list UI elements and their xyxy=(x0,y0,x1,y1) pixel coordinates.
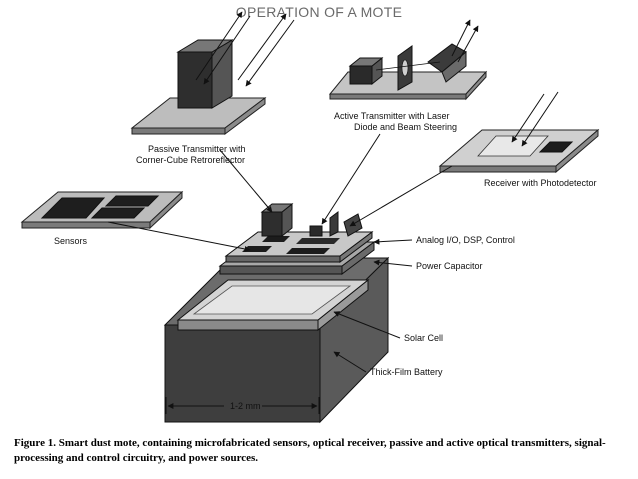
active-transmitter-label-2: Diode and Beam Steering xyxy=(354,122,457,132)
solar-cell-label: Solar Cell xyxy=(404,333,443,343)
passive-transmitter-label-1: Passive Transmitter with xyxy=(148,144,246,154)
passive-transmitter-label-2: Corner-Cube Retroreflector xyxy=(136,155,245,165)
page-title: OPERATION OF A MOTE xyxy=(235,4,403,20)
battery-label: Thick-Film Battery xyxy=(370,367,443,377)
sensors-module: Sensors xyxy=(20,190,184,246)
mote-stack xyxy=(163,202,390,424)
figure-number: Figure 1. xyxy=(14,437,56,449)
figure-caption-text: Smart dust mote, containing microfabrica… xyxy=(14,437,606,464)
analog-io-label: Analog I/O, DSP, Control xyxy=(416,235,515,245)
receiver-module: Receiver with Photodetector xyxy=(438,91,600,188)
receiver-label: Receiver with Photodetector xyxy=(484,178,597,188)
power-capacitor-label: Power Capacitor xyxy=(416,261,483,271)
figure-caption: Figure 1. Smart dust mote, containing mi… xyxy=(14,436,629,466)
active-transmitter-module: Active Transmitter with Laser Diode and … xyxy=(328,19,488,132)
dimension-label: 1-2 mm xyxy=(230,401,261,411)
leader-lines xyxy=(107,133,453,373)
active-transmitter-label-1: Active Transmitter with Laser xyxy=(334,111,450,121)
dimension-indicator: 1-2 mm xyxy=(165,397,320,414)
passive-transmitter-module: Passive Transmitter with Corner-Cube Ret… xyxy=(130,11,295,165)
sensors-label: Sensors xyxy=(54,236,88,246)
